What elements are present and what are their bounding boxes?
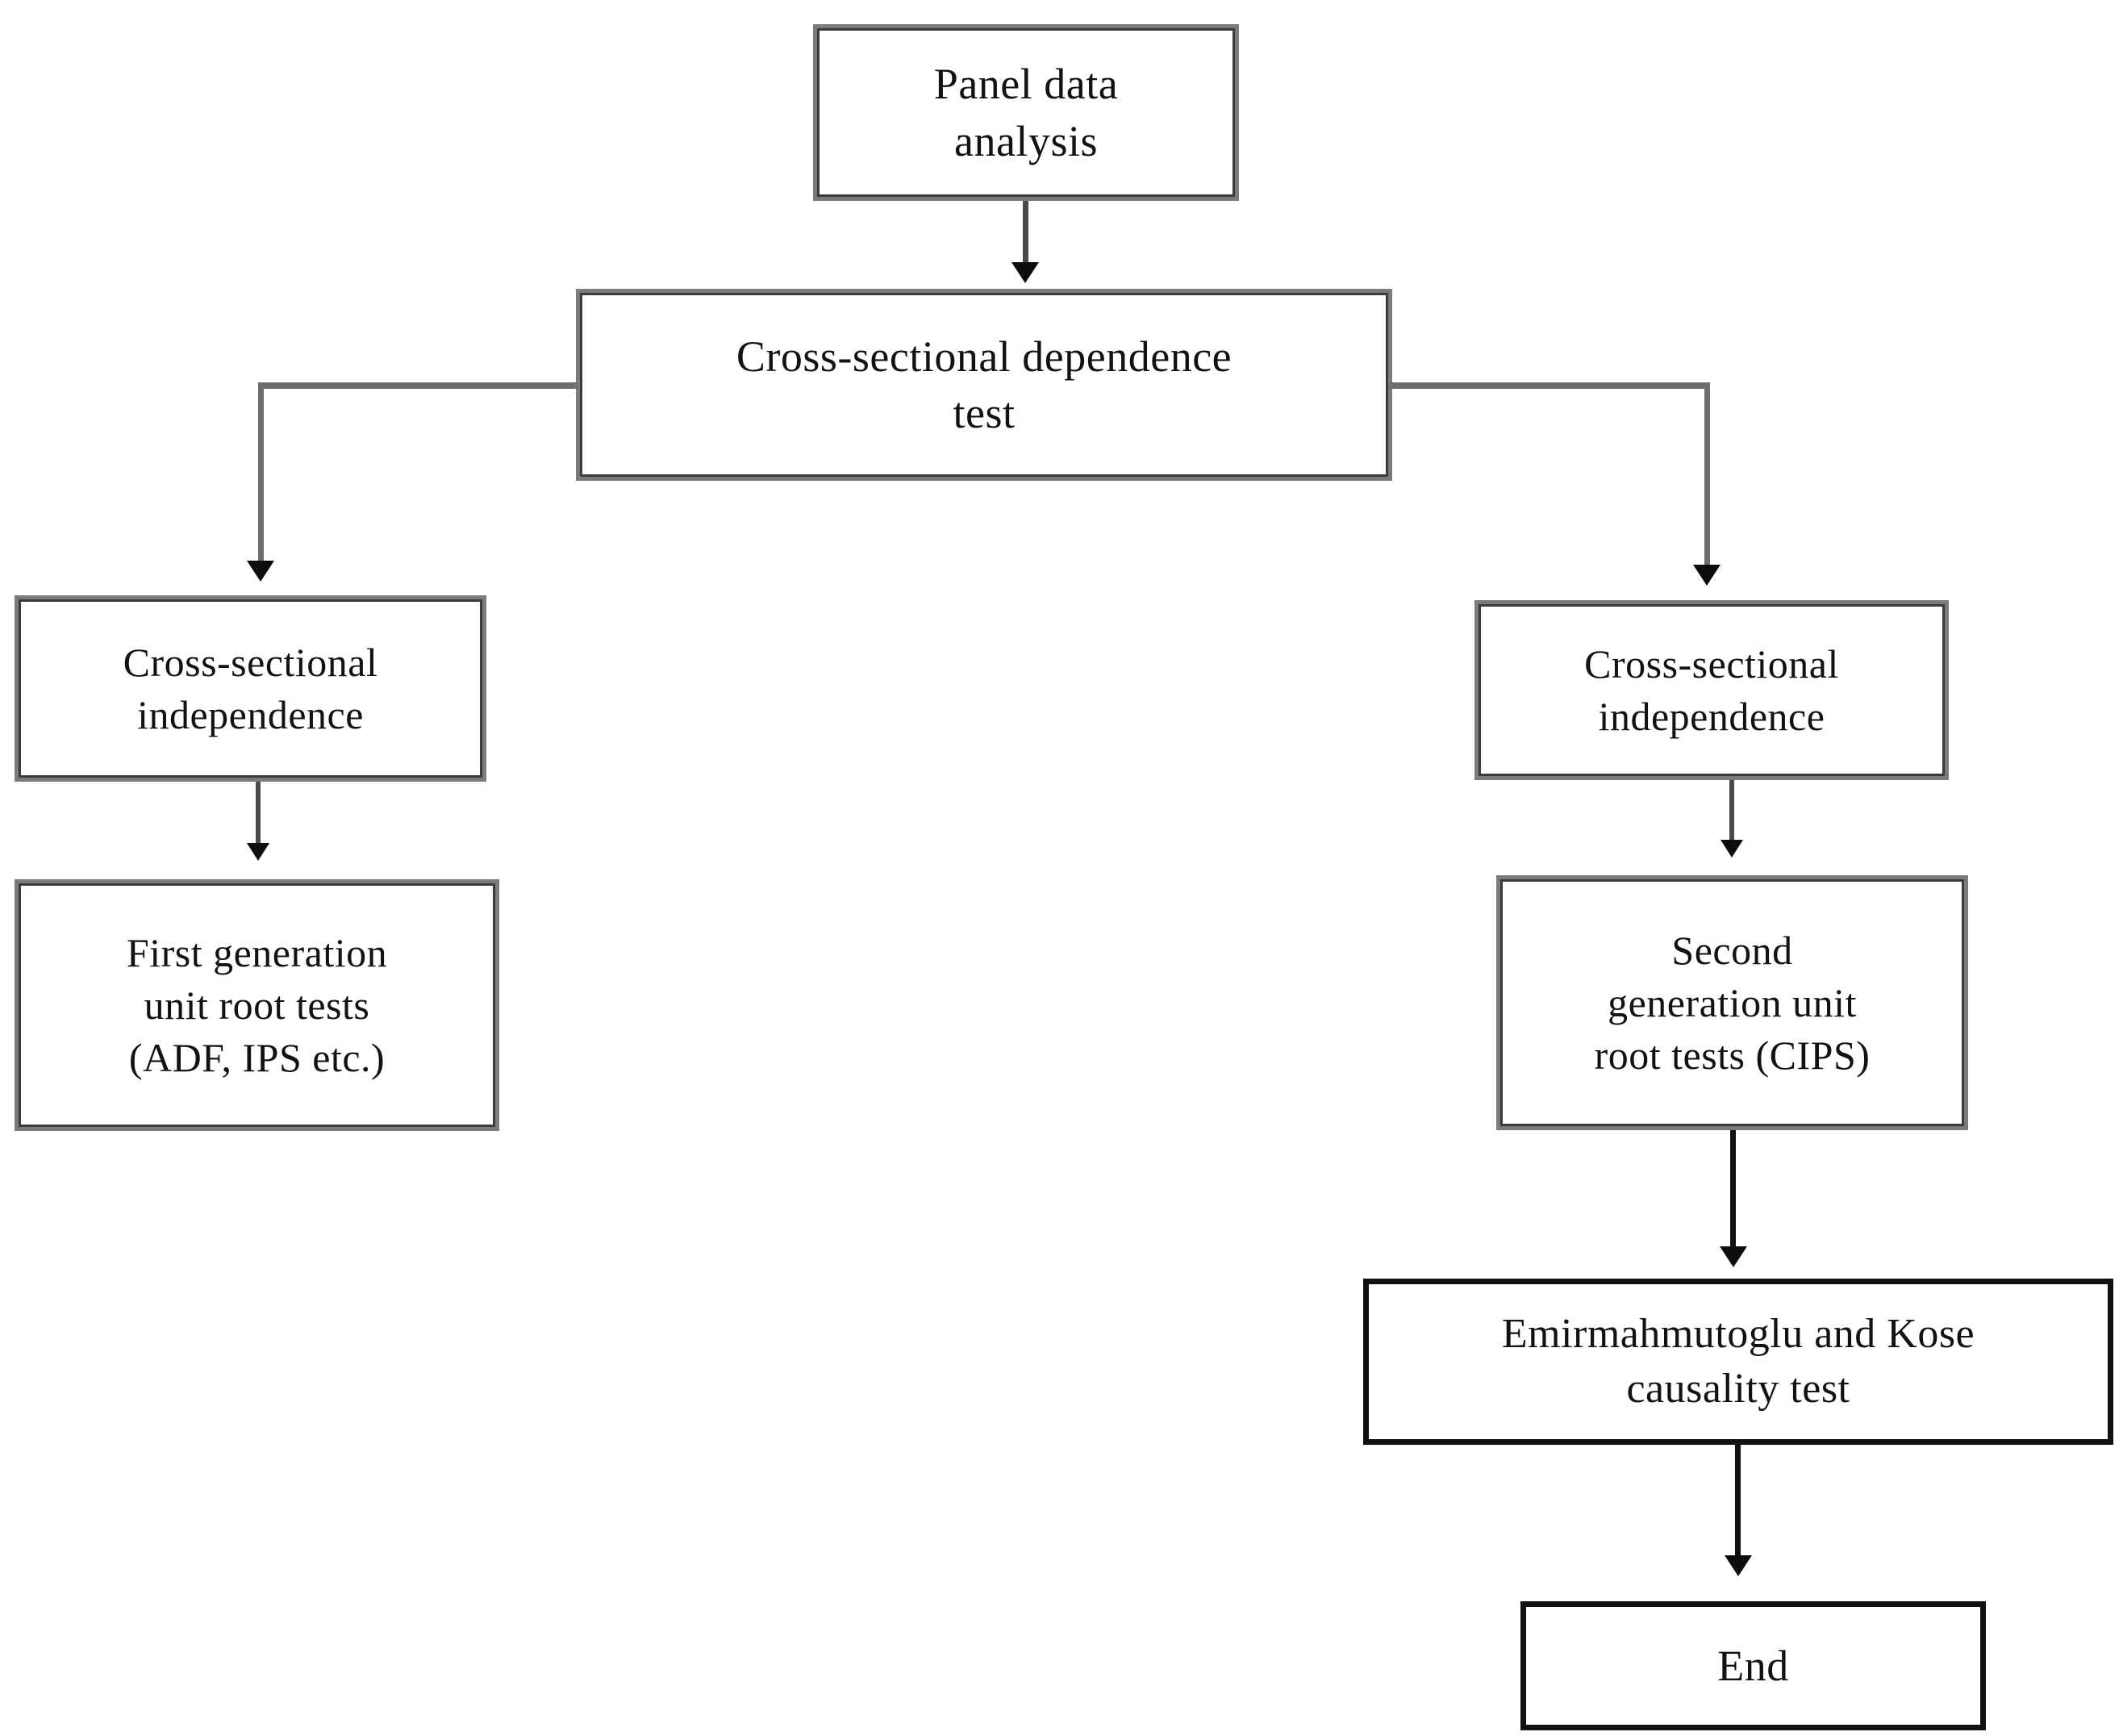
node-emirmahmutoglu-kose-causality-test: Emirmahmutoglu and Kose causality test xyxy=(1363,1279,2113,1445)
edge-dependence-to-left-horizontal xyxy=(258,382,578,389)
edge-right-independence-to-second-gen-arrowhead xyxy=(1721,840,1743,858)
edge-causality-to-end-arrowhead xyxy=(1725,1555,1752,1576)
edge-second-gen-to-causality-line xyxy=(1730,1130,1736,1250)
node-second-generation-unit-root-tests: Second generation unit root tests (CIPS) xyxy=(1496,875,1968,1130)
edge-panel-data-to-dependence-line xyxy=(1023,201,1028,267)
node-first-generation-unit-root-tests: First generation unit root tests (ADF, I… xyxy=(15,879,499,1131)
edge-dependence-to-right-arrowhead xyxy=(1693,565,1721,586)
node-cross-sectional-independence-right: Cross-sectional independence xyxy=(1474,600,1949,780)
edge-dependence-to-right-vertical xyxy=(1704,382,1710,568)
edge-dependence-to-right-horizontal xyxy=(1390,382,1710,389)
edge-dependence-to-left-vertical xyxy=(258,382,264,566)
edge-left-independence-to-first-gen-line xyxy=(256,782,261,846)
edge-left-independence-to-first-gen-arrowhead xyxy=(247,843,269,861)
node-cross-sectional-independence-left: Cross-sectional independence xyxy=(15,595,486,782)
node-panel-data: Panel data analysis xyxy=(813,24,1239,201)
edge-causality-to-end-line xyxy=(1735,1445,1741,1558)
edge-right-independence-to-second-gen-line xyxy=(1729,780,1734,843)
node-end: End xyxy=(1520,1601,1986,1730)
edge-panel-data-to-dependence-arrowhead xyxy=(1011,262,1039,283)
edge-second-gen-to-causality-arrowhead xyxy=(1720,1246,1747,1267)
node-cross-sectional-dependence-test: Cross-sectional dependence test xyxy=(576,289,1392,481)
edge-dependence-to-left-arrowhead xyxy=(247,561,274,582)
